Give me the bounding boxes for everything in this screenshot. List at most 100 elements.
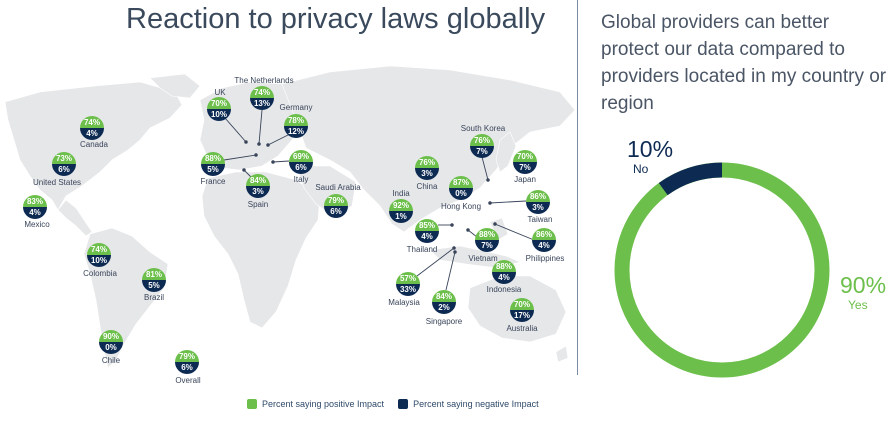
country-badge: 86%4% (532, 228, 556, 252)
country-label: Singapore (425, 317, 463, 326)
country-label: Vietnam (468, 254, 498, 263)
negative-value: 33% (396, 284, 420, 296)
country-label: Philippines (525, 254, 565, 263)
positive-value: 84% (432, 290, 456, 302)
positive-value: 86% (532, 228, 556, 240)
negative-value: 6% (324, 206, 348, 218)
country-label: United States (32, 178, 82, 187)
world-map (4, 65, 576, 369)
positive-value: 69% (289, 150, 313, 162)
negative-value: 5% (142, 280, 166, 292)
positive-value: 76% (415, 156, 439, 168)
negative-swatch-icon (398, 399, 409, 409)
country-label: Malaysia (388, 298, 420, 307)
negative-value: 12% (284, 126, 308, 138)
negative-value: 6% (289, 162, 313, 174)
negative-value: 0% (449, 188, 473, 200)
positive-value: 70% (510, 298, 534, 310)
country-label: Hong Kong (440, 202, 482, 211)
country-badge: 85%4% (415, 219, 439, 243)
negative-value: 6% (175, 362, 199, 374)
negative-value: 3% (526, 202, 550, 214)
country-badge: 73%6% (52, 152, 76, 176)
negative-value: 13% (250, 98, 274, 110)
negative-value: 7% (470, 146, 494, 158)
donut-title: Global providers can better protect our … (601, 12, 887, 114)
positive-value: 74% (250, 86, 274, 98)
country-badge: 88%4% (492, 260, 516, 284)
positive-value: 76% (470, 134, 494, 146)
country-badge: 86%3% (526, 190, 550, 214)
country-badge: 70%10% (207, 97, 231, 121)
panel-divider (577, 0, 578, 375)
country-badge: 70%7% (513, 150, 537, 174)
donut-no-percent: 10% (627, 136, 674, 162)
negative-value: 1% (389, 211, 413, 223)
donut-yes-percent: 90% (840, 272, 887, 298)
country-label: Indonesia (486, 285, 522, 294)
country-badge: 78%12% (284, 114, 308, 138)
country-label: South Korea (460, 124, 506, 133)
negative-value: 3% (415, 168, 439, 180)
positive-value: 85% (415, 219, 439, 231)
country-label: UK (214, 88, 226, 97)
negative-value: 17% (510, 310, 534, 322)
donut-no-label: No (633, 162, 649, 176)
negative-value: 4% (415, 231, 439, 243)
country-label: France (200, 177, 226, 186)
country-label: Japan (514, 175, 536, 184)
country-badge: 76%7% (470, 134, 494, 158)
positive-value: 74% (87, 243, 111, 255)
country-label: Colombia (83, 269, 117, 278)
positive-value: 87% (449, 176, 473, 188)
country-badge: 92%1% (389, 199, 413, 223)
country-badge: 88%5% (201, 152, 225, 176)
positive-value: 78% (284, 114, 308, 126)
donut-yes-label: Yes (848, 298, 868, 312)
country-badge: 76%3% (415, 156, 439, 180)
positive-value: 73% (52, 152, 76, 164)
legend-item-positive: Percent saying positive Impact (247, 399, 384, 409)
country-badge: 69%6% (289, 150, 313, 174)
country-label: Overall (175, 376, 201, 385)
negative-value: 10% (207, 109, 231, 121)
country-label: Taiwan (527, 215, 553, 224)
negative-value: 0% (99, 342, 123, 354)
negative-value: 4% (532, 240, 556, 252)
negative-value: 7% (513, 162, 537, 174)
country-label: Mexico (24, 220, 50, 229)
country-badge: 84%2% (432, 290, 456, 314)
negative-value: 4% (492, 272, 516, 284)
positive-swatch-icon (247, 399, 257, 409)
country-badge: 84%3% (246, 174, 270, 198)
country-label: The Netherlands (234, 76, 294, 85)
negative-value: 2% (432, 302, 456, 314)
positive-value: 84% (246, 174, 270, 186)
positive-value: 57% (396, 272, 420, 284)
legend-label-negative: Percent saying negative Impact (413, 399, 539, 409)
positive-value: 88% (201, 152, 225, 164)
negative-value: 5% (201, 164, 225, 176)
country-badge: 83%4% (23, 195, 47, 219)
country-badge: 74%10% (87, 243, 111, 267)
legend-item-negative: Percent saying negative Impact (398, 399, 539, 409)
negative-value: 7% (475, 240, 499, 252)
country-label: China (416, 182, 438, 191)
positive-value: 88% (492, 260, 516, 272)
negative-value: 4% (23, 207, 47, 219)
country-badge: 79%6% (324, 194, 348, 218)
negative-value: 3% (246, 186, 270, 198)
country-label: India (392, 189, 410, 198)
country-badge: 74%4% (80, 116, 104, 140)
country-label: Germany (279, 103, 313, 112)
negative-value: 6% (52, 164, 76, 176)
country-label: Chile (101, 356, 121, 365)
positive-value: 79% (324, 194, 348, 206)
positive-value: 86% (526, 190, 550, 202)
country-label: Saudi Arabia (315, 183, 361, 192)
positive-value: 70% (207, 97, 231, 109)
country-label: Canada (79, 140, 109, 149)
country-label: Brazil (143, 293, 165, 302)
country-badge: 57%33% (396, 272, 420, 296)
positive-value: 92% (389, 199, 413, 211)
